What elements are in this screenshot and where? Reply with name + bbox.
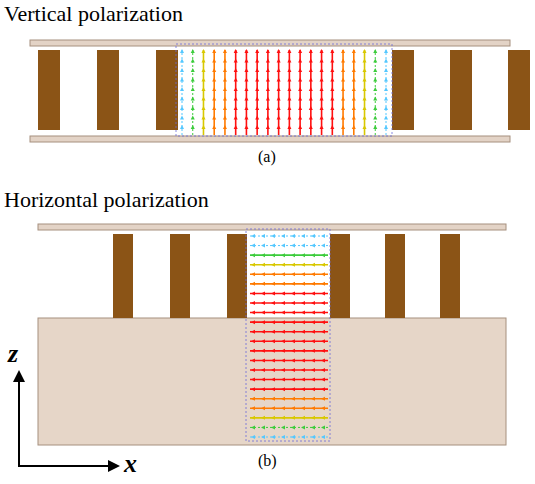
x-axis <box>18 465 112 467</box>
port-box <box>246 229 330 441</box>
field-arrow <box>250 301 328 305</box>
panel-heading: Vertical polarization <box>4 2 183 26</box>
field-arrow <box>309 49 313 135</box>
panel-label: (a) <box>258 148 276 166</box>
field-arrow <box>341 49 345 135</box>
field-arrow <box>180 49 184 135</box>
pillar <box>170 234 190 318</box>
field-arrow <box>250 253 328 257</box>
field-arrow <box>244 49 248 135</box>
pillar <box>450 50 472 130</box>
field-arrow <box>266 49 270 135</box>
field-arrow <box>250 320 328 324</box>
field-arrow <box>363 49 367 135</box>
pillar <box>38 50 60 130</box>
field-arrow <box>250 282 328 286</box>
field-arrow <box>250 311 328 315</box>
field-arrows <box>180 49 388 135</box>
axis-label: z <box>8 340 18 369</box>
field-arrow <box>250 406 328 410</box>
field-arrow <box>250 234 328 238</box>
pillar <box>330 234 350 318</box>
vertical-panel <box>30 40 530 142</box>
field-arrow <box>384 49 388 135</box>
arrowhead <box>108 460 120 472</box>
field-arrow <box>250 358 328 362</box>
pillar <box>440 234 460 318</box>
field-arrow <box>191 49 195 135</box>
field-arrow <box>298 49 302 135</box>
port-box <box>176 44 392 136</box>
field-arrows <box>250 234 328 439</box>
field-arrow <box>201 49 205 135</box>
pillar-row <box>113 234 460 318</box>
field-arrow <box>277 49 281 135</box>
panel-label: (b) <box>258 452 277 470</box>
pillar-row <box>38 50 530 130</box>
field-arrow <box>212 49 216 135</box>
axis-label: x <box>124 450 137 479</box>
field-arrow <box>250 291 328 295</box>
field-arrow <box>320 49 324 135</box>
panel-heading: Horizontal polarization <box>4 188 209 212</box>
field-arrow <box>373 49 377 135</box>
pillar <box>508 50 530 130</box>
field-arrow <box>234 49 238 135</box>
field-arrow <box>250 272 328 276</box>
z-axis <box>18 378 20 466</box>
horizontal-panel <box>38 224 506 445</box>
field-arrow <box>250 349 328 353</box>
bottom-plate <box>30 136 510 142</box>
field-arrow <box>287 49 291 135</box>
field-arrow <box>250 387 328 391</box>
field-arrow <box>250 368 328 372</box>
top-plate <box>30 40 510 46</box>
field-arrow <box>250 263 328 267</box>
field-arrow <box>250 397 328 401</box>
field-arrow <box>255 49 259 135</box>
axes <box>13 370 120 472</box>
pillar <box>392 50 414 130</box>
pillar <box>97 50 119 130</box>
field-arrow <box>352 49 356 135</box>
field-arrow <box>250 435 328 439</box>
field-arrow <box>250 416 328 420</box>
field-arrow <box>250 339 328 343</box>
field-arrow <box>250 244 328 248</box>
field-arrow <box>330 49 334 135</box>
field-arrow <box>250 378 328 382</box>
pillar <box>227 234 247 318</box>
pillar <box>113 234 133 318</box>
pillar <box>156 50 178 130</box>
arrowhead <box>13 370 25 382</box>
field-arrow <box>250 330 328 334</box>
field-arrow <box>223 49 227 135</box>
pillar <box>385 234 405 318</box>
substrate <box>38 318 506 445</box>
field-arrow <box>250 425 328 429</box>
